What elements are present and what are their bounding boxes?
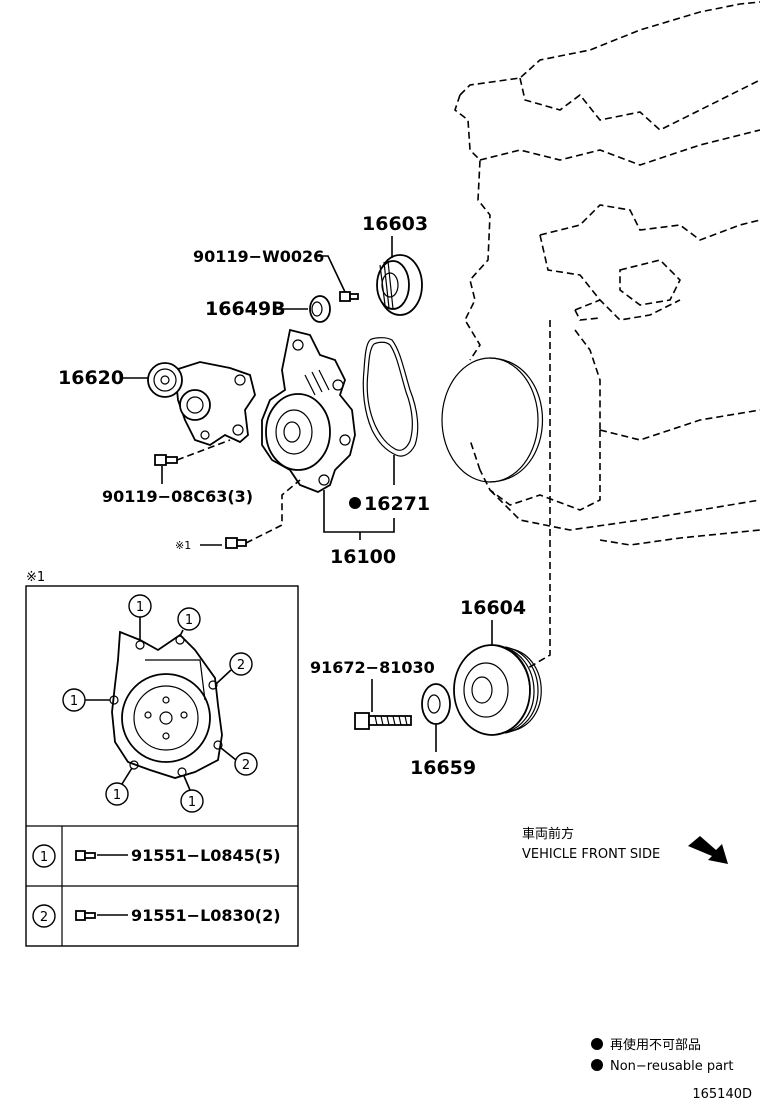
label-note-mark: ※1: [175, 539, 191, 552]
pulley-cover-16649b: [309, 295, 331, 323]
detail-box: [25, 585, 299, 947]
legend-dot-2: [591, 1059, 603, 1071]
non-reusable-dot-16271: [349, 497, 361, 509]
detail-row-2: 2 91551−L0830(2): [32, 904, 281, 928]
callout-2a: 2: [237, 658, 245, 673]
label-90119-w0026: 90119−W0026: [193, 247, 324, 266]
bolt-91672-81030: [354, 712, 412, 730]
bolt-90119-08c63: [154, 454, 178, 466]
bolt-90119-w0026: [339, 291, 359, 302]
svg-text:2: 2: [40, 910, 48, 925]
crank-pulley-16604: [453, 644, 542, 736]
water-pump-16100: [261, 328, 356, 493]
label-91672-81030: 91672−81030: [310, 658, 435, 677]
detail-row-1: 1 91551−L0845(5): [32, 844, 281, 868]
detail-callouts: 1 1 2 1 2 1 1: [62, 594, 258, 813]
label-16603: 16603: [362, 213, 428, 235]
label-16649b: 16649B: [205, 298, 286, 320]
bolt-note-1: [225, 537, 247, 549]
label-16620: 16620: [58, 367, 124, 389]
figure-id: 165140D: [692, 1087, 752, 1102]
engine-block-outline: [441, 1, 760, 669]
label-16271: 16271: [364, 493, 430, 515]
label-16659: 16659: [410, 757, 476, 779]
label-16604: 16604: [460, 597, 526, 619]
idler-pulley-16603: [376, 254, 423, 316]
callout-1d: 1: [113, 788, 121, 803]
callout-1a: 1: [136, 600, 144, 615]
front-label-en: VEHICLE FRONT SIDE: [522, 847, 660, 862]
label-16100: 16100: [330, 546, 396, 568]
detail-pump-face: [109, 630, 223, 779]
legend-dot-1: [591, 1038, 603, 1050]
legend-jp: 再使用不可部品: [610, 1037, 701, 1053]
label-90119-08c63: 90119−08C63(3): [102, 487, 253, 506]
front-arrow-icon: [688, 836, 728, 864]
callout-1b: 1: [185, 613, 193, 628]
detail-row-2-part: 91551−L0830(2): [131, 906, 281, 925]
callout-1e: 1: [188, 795, 196, 810]
detail-row-1-part: 91551−L0845(5): [131, 846, 281, 865]
detail-title: ※1: [26, 570, 45, 585]
belt-tensioner-16620: [147, 361, 256, 446]
front-label-jp: 車両前方: [522, 826, 574, 842]
legend-en: Non−reusable part: [610, 1059, 734, 1074]
svg-text:1: 1: [40, 850, 48, 865]
gasket-16271: [362, 337, 419, 457]
callout-1c: 1: [70, 694, 78, 709]
callout-2b: 2: [242, 758, 250, 773]
washer-16659: [421, 683, 451, 725]
